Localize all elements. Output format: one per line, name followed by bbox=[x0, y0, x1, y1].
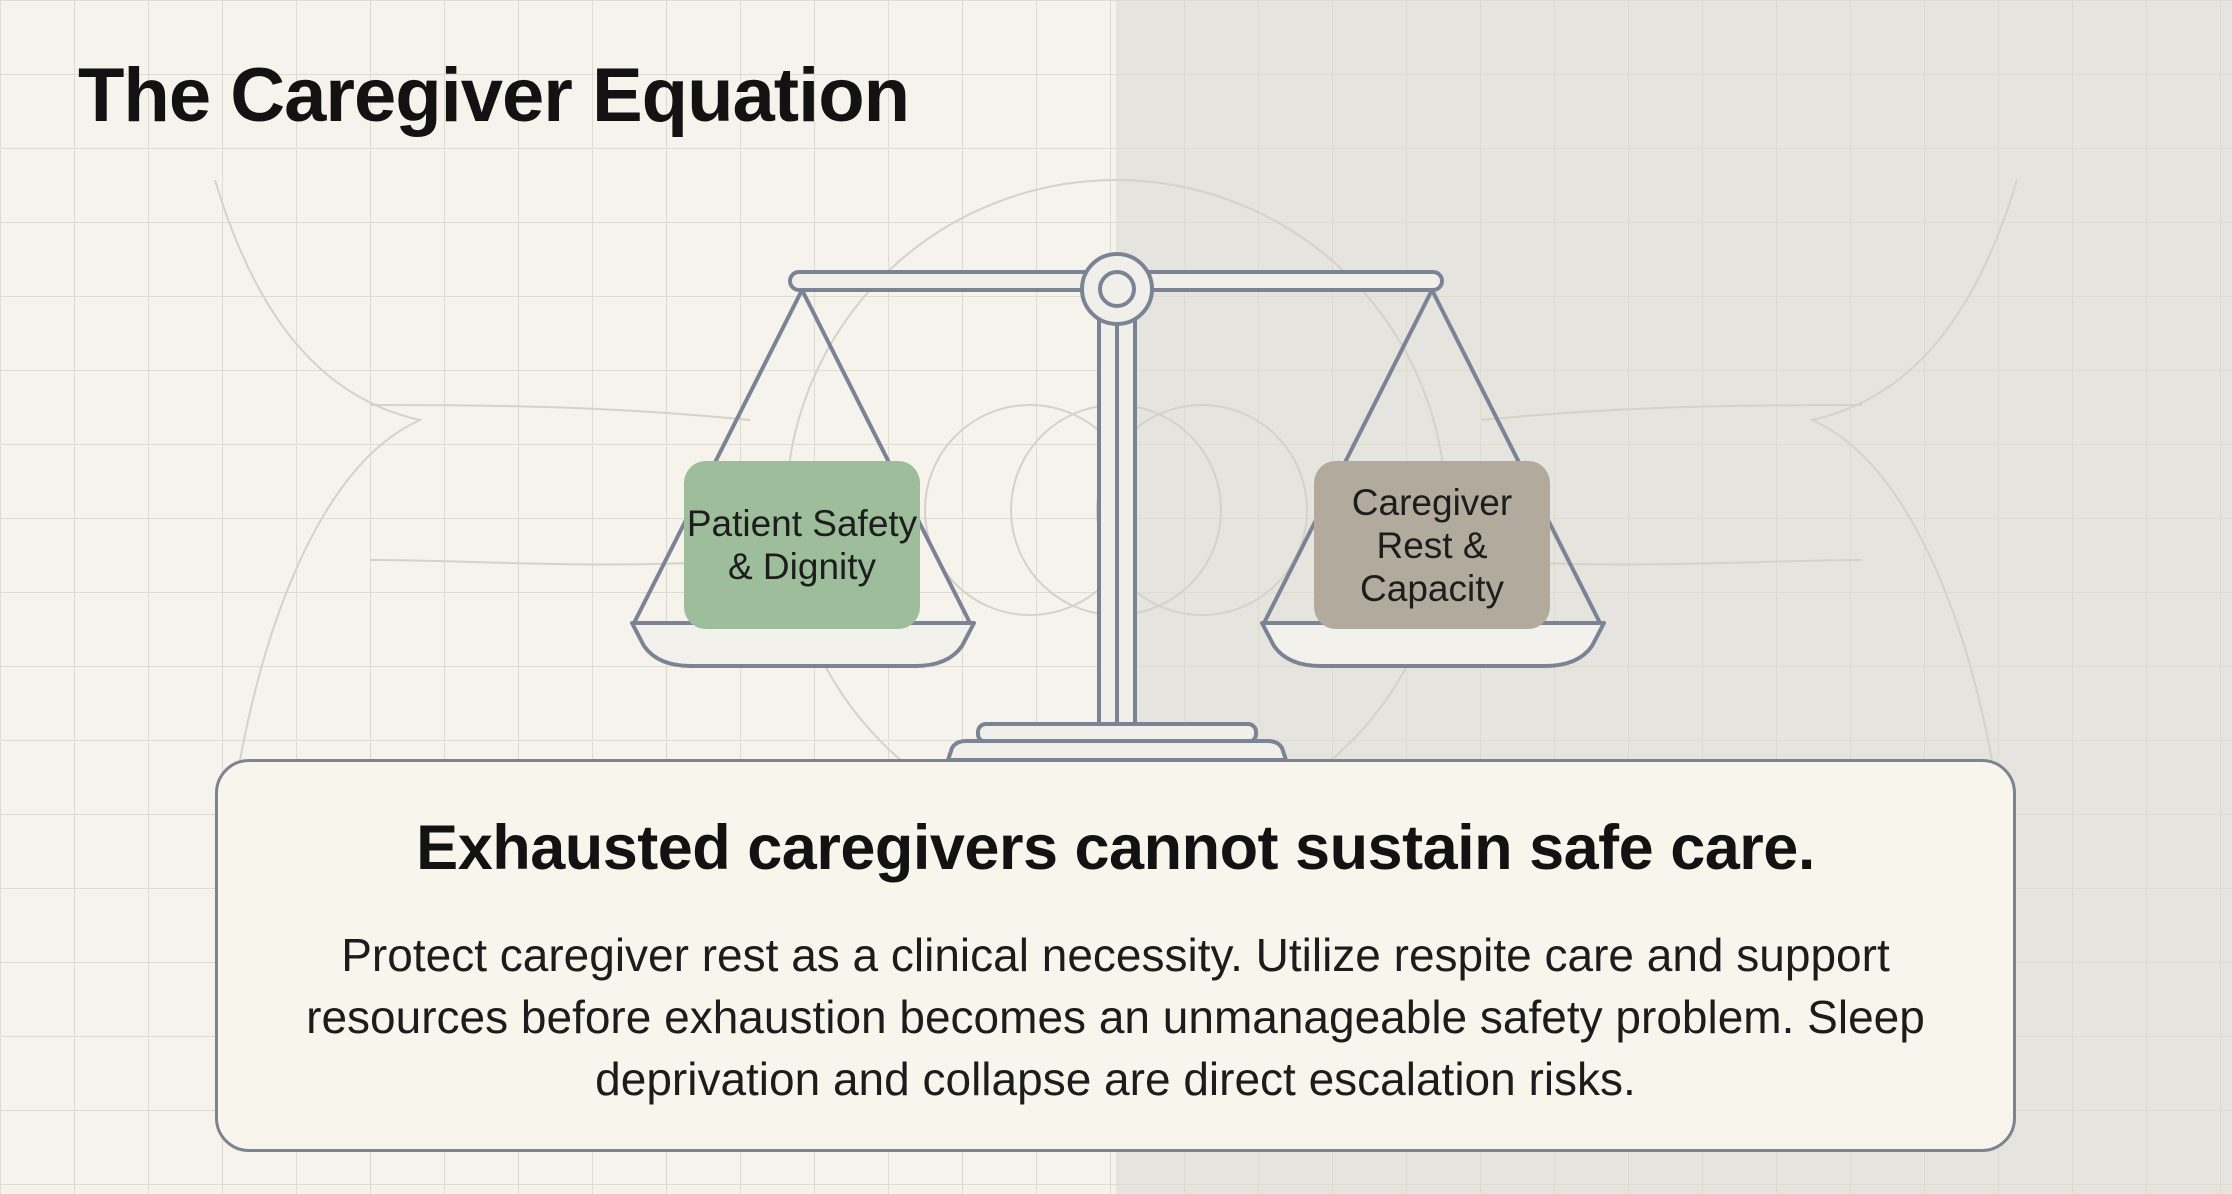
scale-pivot bbox=[1080, 252, 1154, 326]
left-pan-block bbox=[684, 461, 920, 629]
scale-base bbox=[946, 739, 1288, 762]
callout-headline: Exhausted caregivers cannot sustain safe… bbox=[416, 813, 1815, 883]
right-pan bbox=[1260, 288, 1606, 668]
right-pan-block bbox=[1314, 461, 1550, 629]
callout-body: Protect caregiver rest as a clinical nec… bbox=[306, 929, 1925, 1105]
callout-box: Exhausted caregivers cannot sustain safe… bbox=[215, 759, 2016, 1152]
left-pan bbox=[630, 288, 976, 668]
right-pan-label: Caregiver Rest & Capacity bbox=[1351, 481, 1513, 609]
left-pan-label: Patient Safety & Dignity bbox=[686, 503, 918, 587]
page-title: The Caregiver Equation bbox=[78, 53, 910, 138]
